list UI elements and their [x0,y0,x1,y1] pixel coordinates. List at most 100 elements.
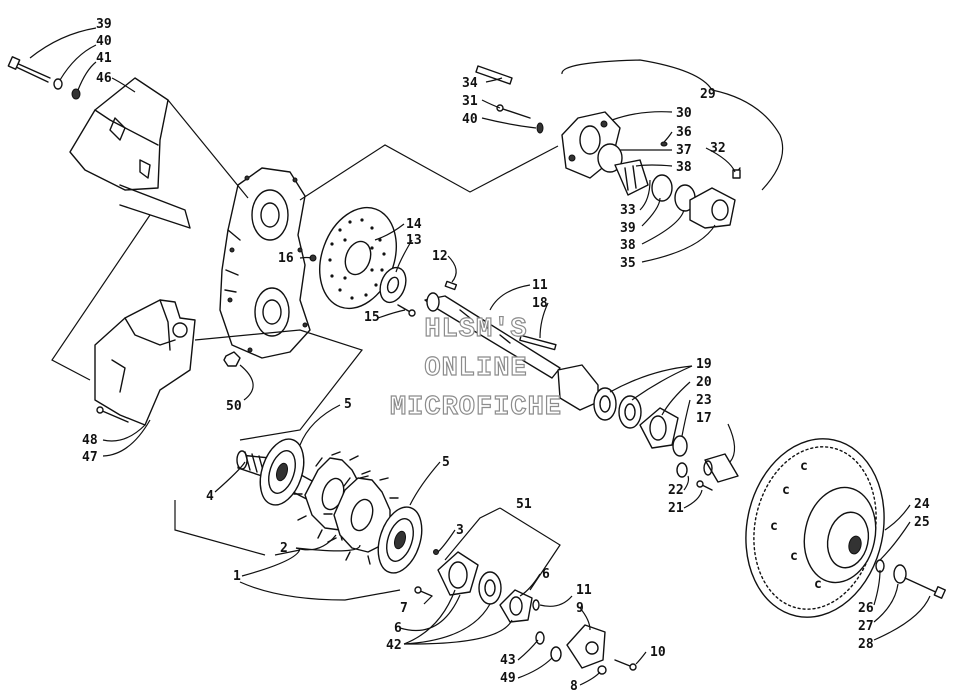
callout-18: 17 [696,411,712,426]
leader-lines [29,27,931,686]
washer-40 [536,122,544,134]
callout-35: 34 [462,76,478,91]
screw-48 [96,406,129,423]
washer-42 [53,78,63,90]
callout-10: 10 [650,645,666,660]
callout-2: 2 [280,541,288,556]
hub-14 [379,266,407,304]
idler-wheel-5a [259,438,305,506]
callout-13: 12 [432,249,448,264]
spacer-18 [703,453,739,483]
callout-5-upper: 5 [344,397,352,412]
callout-17: 16 [278,251,294,266]
flange-21 [639,407,679,449]
bearing-flange-6 [437,551,533,623]
caliper-piston-34 [597,143,649,196]
pin-35 [475,65,513,85]
callout-38-upper: 37 [676,143,692,158]
washer-45 [535,631,545,645]
callout-42: 40 [96,34,112,49]
bleeder-33 [732,167,741,179]
screw-22 [696,480,713,491]
screw-32 [496,104,531,119]
clip-4 [433,549,439,555]
bearing-housing [557,364,642,429]
callout-4: 3 [456,523,464,538]
brake-disc-15 [319,206,397,310]
callout-1: 1 [233,569,241,584]
callout-20: 19 [696,357,712,372]
callout-44: 42 [386,638,402,653]
caliper-cylinder-36 [651,174,736,229]
gear-case [219,167,311,359]
callout-48: 48 [82,433,98,448]
callout-11: 11 [576,583,592,598]
washer-28 [893,564,907,584]
callout-32: 31 [462,94,478,109]
callout-8: 8 [570,679,578,694]
callout-39-lower: 39 [620,221,636,236]
callout-38-lower: 38 [620,238,636,253]
callout-39-upper: 38 [676,160,692,175]
svg-text:c: c [814,577,822,592]
callout-41: 39 [96,17,112,32]
watermark: HLSM'S ONLINE MICROFICHE [389,314,562,423]
guard-plate-47 [94,299,196,426]
seal-24 [672,435,688,457]
callout-37: 36 [676,125,692,140]
callout-6-left: 6 [394,621,402,636]
callout-12: 11 [532,278,548,293]
clip-37 [660,141,668,147]
callout-51: 51 [516,497,532,512]
bolt-29 [904,577,946,599]
bracket-9 [566,624,606,669]
svg-text:c: c [800,459,808,474]
screw-16 [397,304,416,317]
svg-text:c: c [790,549,798,564]
screw-7 [414,586,433,597]
callout-26: 25 [914,515,930,530]
callout-6-right: 6 [542,567,550,582]
shaft-12 [424,292,561,379]
callout-15: 14 [406,217,422,232]
callout-46: 46 [96,71,112,86]
callout-9: 9 [576,601,584,616]
svg-text:c: c [770,519,778,534]
key-19 [519,334,557,351]
svg-text:c: c [782,483,790,498]
callout-45: 43 [500,653,516,668]
washer-49 [550,646,562,662]
callout-47: 47 [82,450,98,465]
callout-36: 35 [620,256,636,271]
callout-30: 29 [700,87,716,102]
watermark-line-3: MICROFICHE [390,393,562,423]
bolt-41 [7,56,51,83]
washer-23 [676,462,688,478]
callout-33: 32 [710,141,726,156]
callout-14: 13 [406,233,422,248]
key-13 [444,280,458,291]
callout-7: 7 [400,601,408,616]
callout-19: 18 [532,296,548,311]
callout-29: 28 [858,637,874,652]
callout-21: 20 [696,375,712,390]
callout-40: 40 [462,112,478,127]
callout-16: 15 [364,310,380,325]
callout-28: 27 [858,619,874,634]
watermark-line-2: ONLINE [424,354,527,384]
idler-wheel-5b [377,506,423,574]
callout-31: 30 [676,106,692,121]
guard-plate-46 [69,77,191,229]
callout-5-lower: 5 [442,455,450,470]
callout-labels: 39 40 41 46 48 47 50 16 5 5 4 2 1 3 51 7… [82,17,930,694]
callout-24: 23 [696,393,712,408]
callout-34: 33 [620,203,636,218]
callout-43: 41 [96,51,112,66]
washer-11 [532,599,540,611]
washer-43 [71,88,81,100]
watermark-line-1: HLSM'S [424,315,527,345]
callout-25: 24 [914,497,930,512]
drive-drum-25: c c c c c [745,438,885,618]
callout-49: 49 [500,671,516,686]
